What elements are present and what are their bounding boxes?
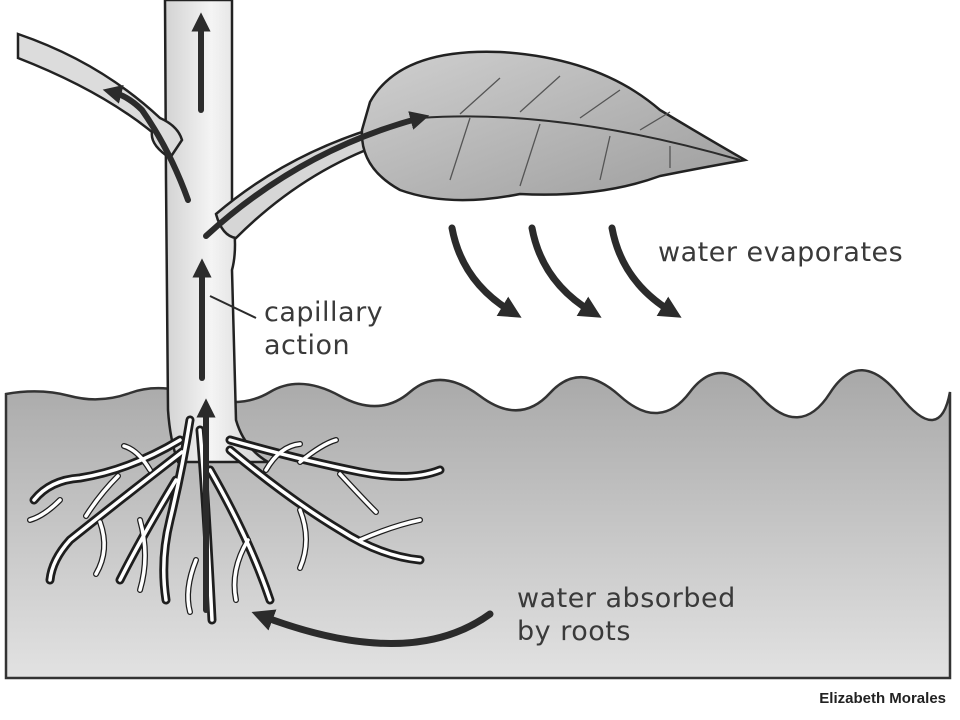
- arrow-evaporate-3: [608, 224, 682, 318]
- flow-arrows: [102, 12, 682, 647]
- arrow-left-branch: [102, 85, 191, 203]
- stem: [163, 0, 273, 464]
- label-capillary-line2: action: [264, 330, 351, 361]
- arrow-evaporate-1: [448, 224, 522, 318]
- label-water-evaporates-text: water evaporates: [658, 237, 904, 268]
- author-credit: Elizabeth Morales: [819, 690, 946, 707]
- label-absorbed-line2: by roots: [517, 616, 631, 647]
- roots: [27, 415, 445, 625]
- label-capillary-action: capillary action: [264, 296, 383, 362]
- label-absorbed-line1: water absorbed: [517, 583, 736, 614]
- arrow-absorbed: [251, 609, 494, 647]
- capillary-leader-line: [209, 295, 257, 319]
- label-water-absorbed: water absorbed by roots: [517, 582, 736, 648]
- arrow-evaporate-2: [528, 224, 602, 318]
- label-water-evaporates: water evaporates: [658, 236, 903, 269]
- leaf: [360, 50, 749, 202]
- label-capillary-line1: capillary: [264, 297, 384, 328]
- arrow-to-leaf: [203, 111, 430, 239]
